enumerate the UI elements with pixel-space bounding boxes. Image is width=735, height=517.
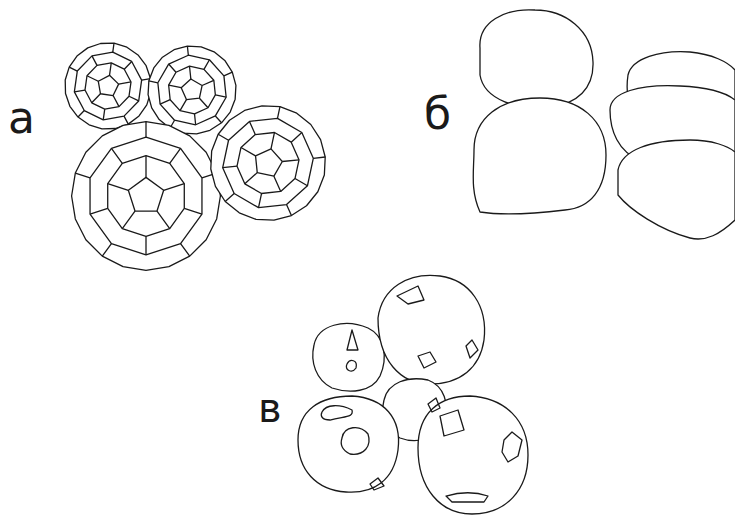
panel-letter: б — [424, 92, 451, 136]
panel-letter: в — [258, 388, 282, 428]
panel-letter: а — [8, 96, 35, 140]
